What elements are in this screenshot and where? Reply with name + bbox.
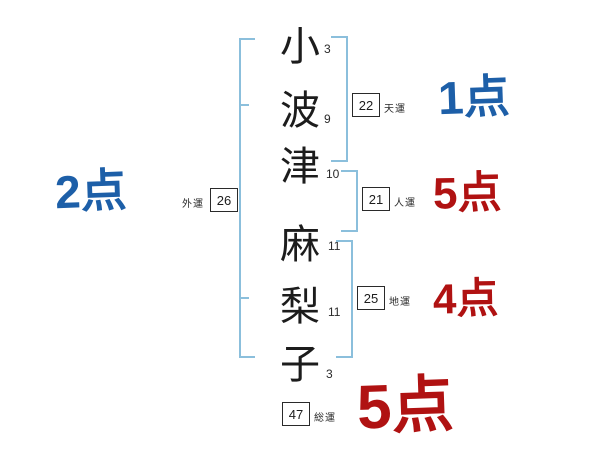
jinun-value-box: 21 bbox=[362, 187, 390, 211]
tenun-bracket-tick-bottom bbox=[331, 160, 348, 162]
tenun-bracket-tick-top bbox=[331, 36, 348, 38]
gaiun-bracket-tick-bottom bbox=[239, 356, 255, 358]
jinun-bracket-tick-top bbox=[341, 170, 357, 172]
name-char: 波 bbox=[280, 89, 320, 133]
tenun-bracket-line bbox=[346, 36, 348, 162]
score-gaiun: 2点 bbox=[54, 163, 128, 219]
chiun-bracket-tick-bottom bbox=[336, 356, 353, 358]
stroke-count: 11 bbox=[328, 305, 341, 319]
stroke-count: 11 bbox=[328, 239, 341, 253]
stroke-count: 10 bbox=[326, 167, 340, 181]
gaiun-bracket-tick-top bbox=[239, 38, 255, 40]
name-char: 津 bbox=[280, 145, 320, 189]
stroke-count: 3 bbox=[324, 42, 331, 56]
jinun-bracket-line bbox=[356, 170, 358, 232]
name-char: 梨 bbox=[280, 285, 320, 329]
souun-value-box: 47 bbox=[282, 402, 310, 426]
chiun-value-box: 25 bbox=[357, 286, 385, 310]
score-chiun: 4点 bbox=[432, 274, 499, 323]
stroke-count: 3 bbox=[326, 367, 333, 381]
gaiun-value-box: 26 bbox=[210, 188, 238, 212]
name-char: 小 bbox=[280, 25, 320, 69]
chiun-label: 地運 bbox=[389, 297, 411, 308]
jinun-bracket-tick-bottom bbox=[341, 230, 357, 232]
score-souun: 5点 bbox=[355, 370, 455, 443]
jinun-label: 人運 bbox=[394, 198, 416, 209]
name-char: 麻 bbox=[280, 223, 320, 267]
chiun-bracket-line bbox=[351, 240, 353, 358]
gaiun-label: 外運 bbox=[182, 199, 204, 210]
gaiun-bracket-line bbox=[239, 38, 241, 358]
souun-label: 総運 bbox=[314, 413, 336, 424]
chiun-bracket-tick-top bbox=[336, 240, 353, 242]
name-char: 子 bbox=[280, 343, 320, 387]
tenun-value-box: 22 bbox=[352, 93, 380, 117]
stroke-count: 9 bbox=[324, 112, 331, 126]
gaiun-bracket-tick-mid1 bbox=[239, 104, 249, 106]
score-jinun: 5点 bbox=[432, 168, 502, 219]
score-tenun: 1点 bbox=[437, 69, 511, 125]
tenun-label: 天運 bbox=[384, 104, 406, 115]
gaiun-bracket-tick-mid2 bbox=[239, 297, 249, 299]
